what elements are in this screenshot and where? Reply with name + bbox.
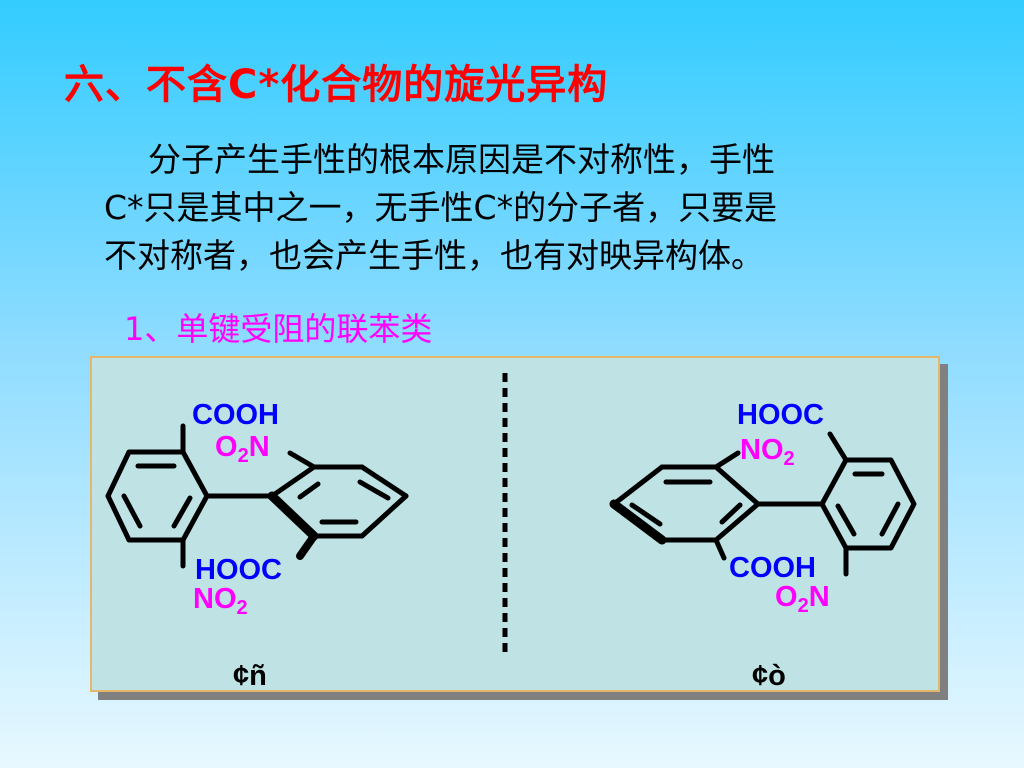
left-molecule-rear-ring <box>105 449 210 543</box>
left-carboxyl-bottom-label: HOOC <box>195 554 282 586</box>
right-molecule-front-ring <box>609 464 761 545</box>
section-subtitle: 1、单键受阻的联苯类 <box>124 310 433 348</box>
right-carboxyl-top-label: HOOC <box>737 399 824 431</box>
left-carboxyl-top-label: COOH <box>192 399 279 431</box>
right-molecule-front-substituent-bonds <box>713 450 741 561</box>
right-nitro-bottom-label: O2N <box>775 581 830 617</box>
right-nitro-top-label: NO2 <box>740 434 795 470</box>
left-nitro-bottom-label: NO2 <box>193 583 248 619</box>
right-molecule: HOOC NO2 COOH O2N ¢ò <box>609 399 917 692</box>
right-molecule-rear-ring <box>819 457 917 551</box>
left-molecule-front-substituent-bonds <box>287 450 318 560</box>
left-nitro-top-label: O2N <box>215 431 270 467</box>
diagram-panel <box>90 356 940 692</box>
left-molecule: COOH O2N HOOC NO2 ¢ñ <box>105 399 409 692</box>
paragraph-line-3: 不对称者，也会产生手性，也有对映异构体。 <box>104 236 764 275</box>
left-molecule-front-ring <box>267 464 409 541</box>
paragraph-line-2: C*只是其中之一，无手性C*的分子者，只要是 <box>104 188 778 227</box>
left-molecule-substituent-bonds <box>180 423 275 569</box>
right-molecule-caption: ¢ò <box>752 660 786 692</box>
paragraph-line-1: 分子产生手性的根本原因是不对称性，手性 <box>148 140 775 179</box>
left-molecule-caption: ¢ñ <box>233 660 267 692</box>
slide-title: 六、不含C*化合物的旋光异构 <box>64 62 609 108</box>
body-paragraph: 分子产生手性的根本原因是不对称性，手性 C*只是其中之一，无手性C*的分子者，只… <box>104 136 924 280</box>
right-molecule-substituent-bonds <box>755 431 849 577</box>
right-carboxyl-bottom-label: COOH <box>729 552 816 584</box>
